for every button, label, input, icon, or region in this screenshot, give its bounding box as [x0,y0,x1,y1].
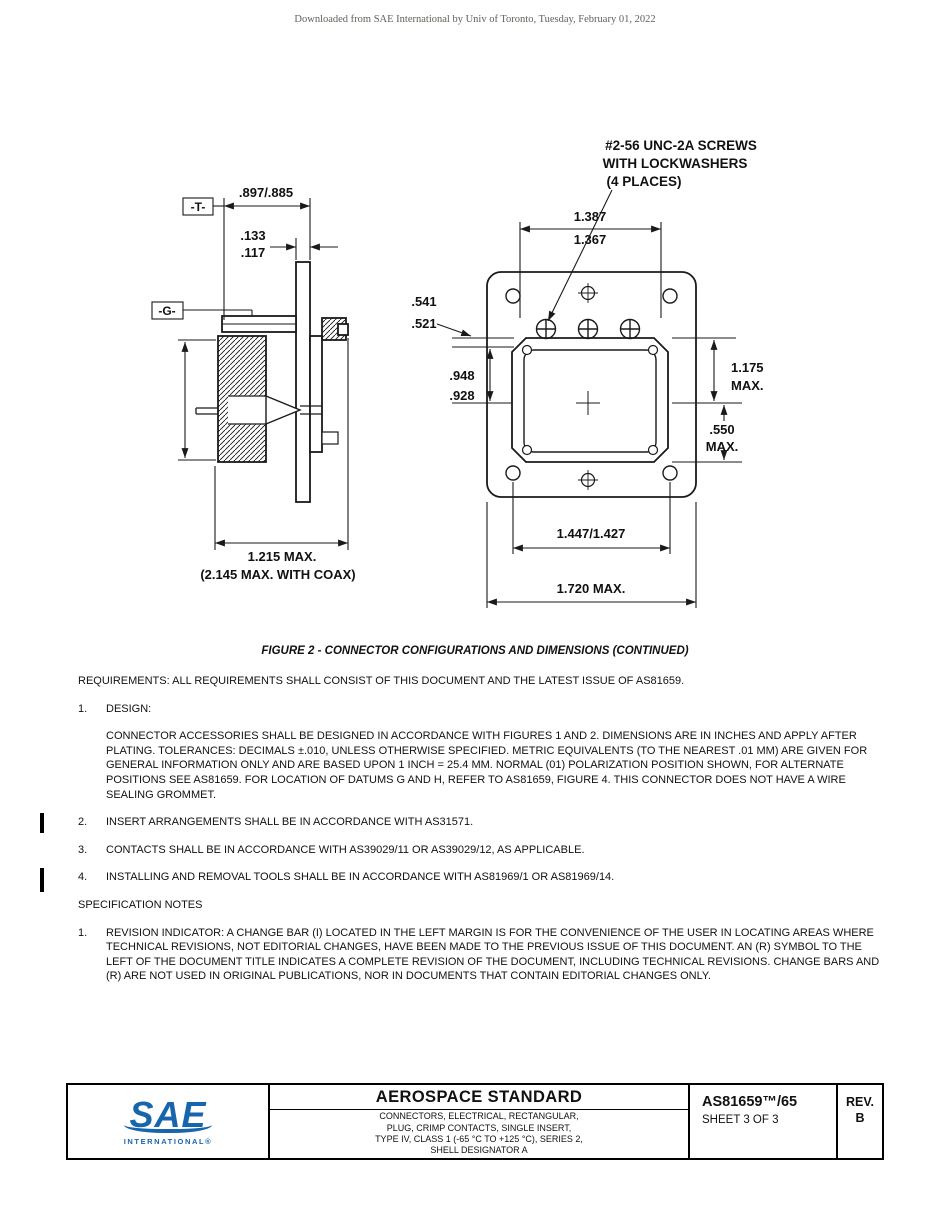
dim-right-lower: .550 [709,422,734,437]
dim-thickness-lo: .117 [241,245,266,260]
datum-g-label: -G- [158,304,175,318]
document-title-line: PLUG, CRIMP CONTACTS, SINGLE INSERT, [386,1122,572,1133]
callout-line-3: (4 PLACES) [606,174,681,189]
list-item-design: 1. DESIGN: [78,702,886,717]
callout-line-1: #2-56 UNC-2A SCREWS [605,138,757,153]
design-paragraph: CONNECTOR ACCESSORIES SHALL BE DESIGNED … [106,730,868,801]
dim-depth-coax: (2.145 MAX. WITH COAX) [200,567,355,582]
sae-logo-swoosh-icon [124,1125,212,1133]
callout-line-2: WITH LOCKWASHERS [603,156,748,171]
revision-value: B [855,1111,865,1125]
item-text: INSERT ARRANGEMENTS SHALL BE IN ACCORDAN… [106,816,474,829]
item-number: 1. [78,702,88,715]
item-number: 4. [78,871,88,884]
figure-drawing: #2-56 UNC-2A SCREWS WITH LOCKWASHERS (4 … [151,138,764,608]
dim-right-height-max: MAX. [731,378,764,393]
item-title: DESIGN: [106,702,152,715]
figure-labels: #2-56 UNC-2A SCREWS WITH LOCKWASHERS (4 … [158,138,763,596]
dim-thickness-hi: .133 [240,228,265,243]
figure-caption: FIGURE 2 - CONNECTOR CONFIGURATIONS AND … [261,645,689,657]
dim-left-lo: .521 [411,316,436,331]
download-notice: Downloaded from SAE International by Uni… [294,14,656,25]
dim-hole-span: 1.447/1.427 [557,526,626,541]
right-view-dimension-lines [436,189,742,608]
title-block-center: AEROSPACE STANDARD CONNECTORS, ELECTRICA… [270,1085,690,1158]
requirements-line: REQUIREMENTS: ALL REQUIREMENTS SHALL CON… [78,675,685,687]
title-block: SAE INTERNATIONAL® AEROSPACE STANDARD CO… [66,1083,884,1160]
dim-screw-span-hi: 1.387 [574,209,607,224]
note-item-revision-indicator: 1. REVISION INDICATOR: A CHANGE BAR (I) … [78,926,886,984]
sheet-indicator: SHEET 3 OF 3 [702,1114,779,1126]
list-item-contacts: 3. CONTACTS SHALL BE IN ACCORDANCE WITH … [78,843,886,858]
revision-cell: REV. B [838,1085,882,1158]
spec-notes-heading: SPECIFICATION NOTES [78,898,203,911]
note-number: 1. [78,926,88,939]
dim-right-lower-max: MAX. [706,439,739,454]
dim-depth: 1.215 MAX. [248,549,317,564]
item-text: INSTALLING AND REMOVAL TOOLS SHALL BE IN… [106,871,615,884]
document-number: AS81659™/65 [702,1094,798,1110]
document-title: CONNECTORS, ELECTRICAL, RECTANGULAR, PLU… [270,1110,688,1158]
standard-type-heading: AEROSPACE STANDARD [270,1085,688,1110]
left-view-dimension-lines [151,197,349,550]
change-bar-icon [40,868,44,893]
dim-left-hi: .541 [411,294,436,309]
document-title-line: TYPE IV, CLASS 1 (-65 °C TO +125 °C), SE… [375,1134,583,1144]
dim-flange-span: 1.720 MAX. [557,581,626,596]
body-text: REQUIREMENTS: ALL REQUIREMENTS SHALL CON… [40,674,886,997]
dim-screw-span-lo: 1.367 [574,232,607,247]
document-title-line: CONNECTORS, ELECTRICAL, RECTANGULAR, [379,1111,579,1122]
dim-flange-width: .897/.885 [239,185,293,200]
sae-logo-subtext: INTERNATIONAL® [123,1136,213,1146]
list-item-tools: 4. INSTALLING AND REMOVAL TOOLS SHALL BE… [40,868,886,893]
list-item-insert: 2. INSERT ARRANGEMENTS SHALL BE IN ACCOR… [40,813,886,834]
revision-label: REV. [845,1095,875,1109]
left-view-geometry [195,261,349,503]
dim-right-height: 1.175 [731,360,764,375]
right-view-geometry [486,271,697,498]
datum-t-label: -T- [191,200,206,214]
document-number-cell: AS81659™/65 SHEET 3 OF 3 [690,1085,838,1158]
item-number: 3. [78,843,88,856]
change-bar-icon [40,813,44,834]
item-number: 2. [78,816,88,829]
document-title-line: SHELL DESIGNATOR A [430,1145,528,1156]
dim-left2-lo: .928 [449,388,474,403]
item-text: CONTACTS SHALL BE IN ACCORDANCE WITH AS3… [106,843,585,856]
dim-left2-hi: .948 [449,368,474,383]
sae-logo: SAE INTERNATIONAL® [68,1085,270,1158]
note-text: REVISION INDICATOR: A CHANGE BAR (I) LOC… [106,926,880,983]
